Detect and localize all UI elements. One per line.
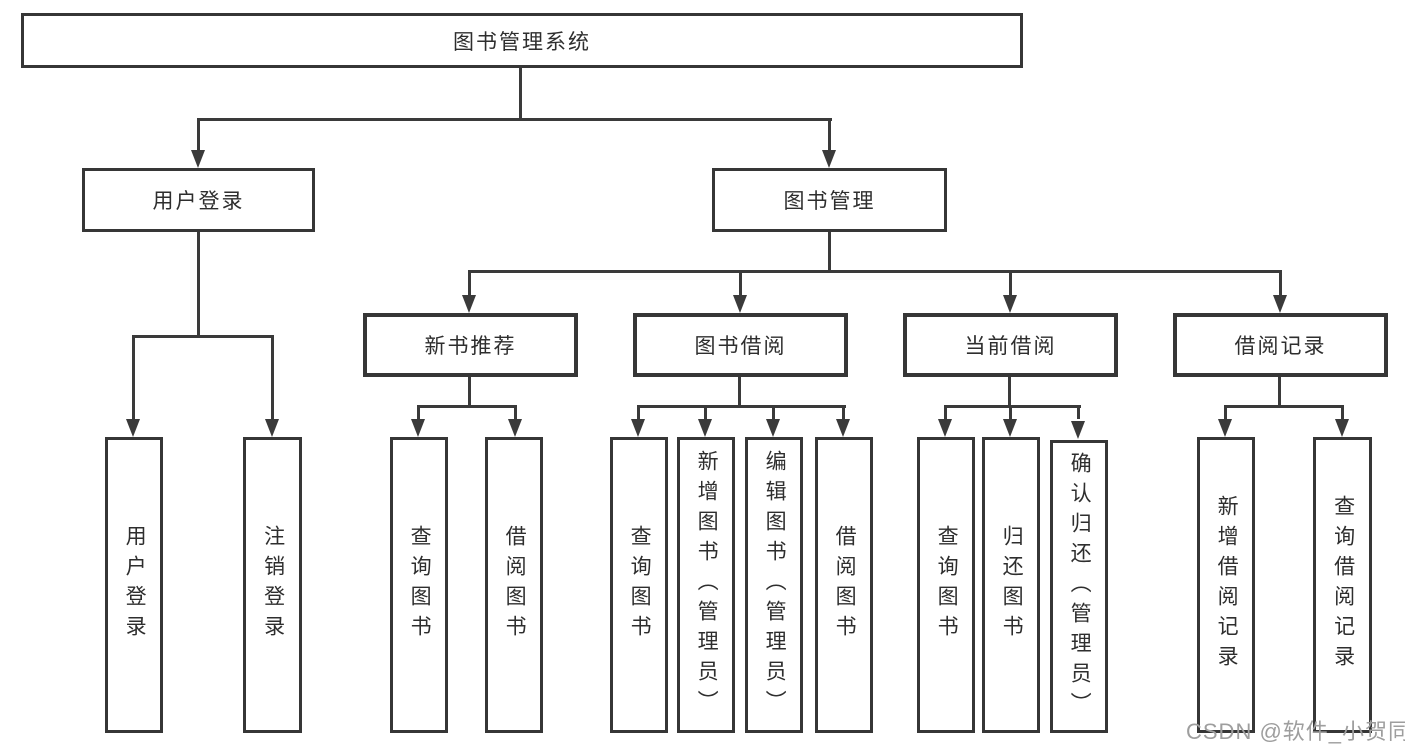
connector-user-login-stem xyxy=(197,232,200,337)
arrow-down-icon xyxy=(631,419,645,437)
node-user-login: 用户登录 xyxy=(82,168,315,232)
leaf-add-books-admin: 新增图书（管理员） xyxy=(677,437,735,733)
connector-drop xyxy=(1224,405,1227,419)
leaf-logout-label: 注销登录 xyxy=(261,525,285,645)
node-book-borrow-label: 图书借阅 xyxy=(694,335,787,358)
arrow-down-icon xyxy=(1218,419,1232,437)
node-book-management-label: 图书管理 xyxy=(783,190,876,213)
leaf-user-login-label: 用户登录 xyxy=(123,525,147,645)
arrow-down-icon xyxy=(836,419,850,437)
connector-drop-current-borrow xyxy=(1009,270,1012,295)
arrow-down-icon xyxy=(191,150,205,168)
arrow-down-icon xyxy=(126,419,140,437)
leaf-borrow-books-2-label: 借阅图书 xyxy=(833,525,857,645)
node-root: 图书管理系统 xyxy=(21,13,1023,68)
arrow-down-icon xyxy=(1003,419,1017,437)
arrow-down-icon xyxy=(1273,295,1287,313)
connector-drop xyxy=(842,405,845,419)
leaf-logout: 注销登录 xyxy=(243,437,302,733)
node-book-management: 图书管理 xyxy=(712,168,947,232)
connector-drop-book-mgmt xyxy=(828,118,831,152)
connector-drop xyxy=(1341,405,1344,419)
leaf-borrow-books-1-label: 借阅图书 xyxy=(503,525,527,645)
leaf-add-borrow-record: 新增借阅记录 xyxy=(1197,437,1255,733)
leaf-query-books-3: 查询图书 xyxy=(917,437,975,733)
node-current-borrow-label: 当前借阅 xyxy=(964,335,1057,358)
leaf-edit-books-admin: 编辑图书（管理员） xyxy=(745,437,803,733)
leaf-query-books-2: 查询图书 xyxy=(610,437,668,733)
node-book-borrow: 图书借阅 xyxy=(633,313,848,377)
connector-root-stem xyxy=(519,68,522,120)
leaf-edit-books-admin-label: 编辑图书（管理员） xyxy=(763,450,787,720)
leaf-query-books-3-label: 查询图书 xyxy=(935,525,959,645)
leaf-query-books-1-label: 查询图书 xyxy=(408,525,432,645)
connector-drop-leaf-login xyxy=(132,335,135,419)
leaf-borrow-books-2: 借阅图书 xyxy=(815,437,873,733)
connector-new-books-splitter xyxy=(417,405,517,408)
leaf-return-books: 归还图书 xyxy=(982,437,1040,733)
node-new-book-recommend-label: 新书推荐 xyxy=(424,335,517,358)
leaf-confirm-return-admin: 确认归还（管理员） xyxy=(1050,440,1108,733)
connector-drop xyxy=(1077,405,1080,419)
connector-drop xyxy=(514,405,517,419)
leaf-query-borrow-record: 查询借阅记录 xyxy=(1313,437,1372,733)
leaf-return-books-label: 归还图书 xyxy=(1000,525,1024,645)
connector-drop xyxy=(637,405,640,419)
connector-book-borrow-stem xyxy=(738,377,741,407)
node-new-book-recommend: 新书推荐 xyxy=(363,313,578,377)
connector-drop-user-login xyxy=(197,118,200,152)
arrow-down-icon xyxy=(411,419,425,437)
csdn-watermark: CSDN @软件_小贺同学 xyxy=(1186,719,1405,744)
arrow-down-icon xyxy=(938,419,952,437)
connector-drop xyxy=(944,405,947,419)
connector-drop xyxy=(704,405,707,419)
arrow-down-icon xyxy=(1071,421,1085,439)
connector-drop-book-borrow xyxy=(739,270,742,295)
node-current-borrow: 当前借阅 xyxy=(903,313,1118,377)
node-user-login-label: 用户登录 xyxy=(152,190,245,213)
connector-borrow-records-splitter xyxy=(1224,405,1344,408)
connector-new-books-stem xyxy=(468,377,471,407)
leaf-borrow-books-1: 借阅图书 xyxy=(485,437,543,733)
leaf-add-borrow-record-label: 新增借阅记录 xyxy=(1215,495,1239,675)
connector-drop xyxy=(772,405,775,419)
arrow-down-icon xyxy=(265,419,279,437)
node-root-label: 图书管理系统 xyxy=(453,30,591,54)
node-borrow-records: 借阅记录 xyxy=(1173,313,1388,377)
arrow-down-icon xyxy=(822,150,836,168)
arrow-down-icon xyxy=(1003,295,1017,313)
connector-borrow-records-stem xyxy=(1278,377,1281,407)
connector-root-splitter xyxy=(197,118,832,121)
connector-drop xyxy=(1009,405,1012,419)
leaf-query-books-1: 查询图书 xyxy=(390,437,448,733)
leaf-add-books-admin-label: 新增图书（管理员） xyxy=(695,450,719,720)
arrow-down-icon xyxy=(733,295,747,313)
leaf-user-login: 用户登录 xyxy=(105,437,163,733)
connector-drop-borrow-records xyxy=(1279,270,1282,295)
connector-book-mgmt-splitter xyxy=(468,270,1282,273)
connector-drop-new-books xyxy=(468,270,471,295)
arrow-down-icon xyxy=(508,419,522,437)
node-borrow-records-label: 借阅记录 xyxy=(1234,335,1327,358)
arrow-down-icon xyxy=(698,419,712,437)
connector-drop xyxy=(417,405,420,419)
arrow-down-icon xyxy=(1335,419,1349,437)
connector-current-borrow-stem xyxy=(1008,377,1011,407)
leaf-confirm-return-admin-label: 确认归还（管理员） xyxy=(1068,451,1092,722)
connector-book-borrow-splitter xyxy=(637,405,846,408)
leaf-query-books-2-label: 查询图书 xyxy=(628,525,652,645)
arrow-down-icon xyxy=(462,295,476,313)
connector-current-borrow-splitter xyxy=(944,405,1081,408)
connector-book-mgmt-stem xyxy=(828,232,831,272)
connector-drop-leaf-logout xyxy=(271,335,274,419)
leaf-query-borrow-record-label: 查询借阅记录 xyxy=(1331,495,1355,675)
connector-user-login-splitter xyxy=(132,335,274,338)
arrow-down-icon xyxy=(766,419,780,437)
